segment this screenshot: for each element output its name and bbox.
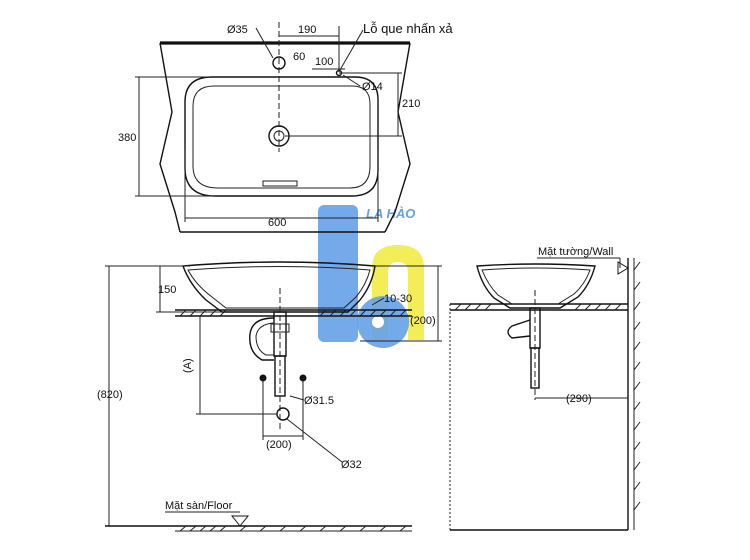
label-floor: Mặt sàn/Floor [165, 500, 233, 512]
leader-dia35 [255, 27, 274, 59]
label-dim380: 380 [118, 132, 136, 144]
leader-dia31-5 [289, 395, 305, 401]
leader-faucet-hole [339, 29, 364, 71]
label-dim210: 210 [402, 98, 420, 110]
front-trap-inner [255, 322, 275, 356]
label-dim200-right: (200) [410, 315, 436, 327]
front-counter-hatch [179, 309, 407, 317]
leader-10-30 [371, 297, 385, 306]
label-dim60: 60 [293, 51, 305, 63]
basin-outer [184, 76, 379, 197]
counter-outline-right [384, 42, 411, 233]
front-basin-outer [182, 261, 376, 313]
label-dim190: 190 [298, 24, 316, 36]
label-dim200-bottom: (200) [266, 439, 292, 451]
floor-marker [230, 515, 250, 527]
label-dim600: 600 [268, 217, 286, 229]
watermark-text: LA HÀO [366, 206, 415, 221]
side-basin-inner [481, 267, 591, 305]
label-dia32: Ø32 [341, 459, 362, 471]
wall-hatch [633, 261, 641, 511]
floor-hatch [179, 525, 407, 532]
logo-blue-bar [318, 205, 358, 342]
label-dim150: 150 [158, 284, 176, 296]
watermark-logo: LA HÀO [318, 205, 424, 348]
side-view: Mặt tường/Wall (290) [449, 246, 641, 531]
label-wall: Mặt tường/Wall [538, 246, 613, 258]
counter-outline-left [159, 42, 181, 233]
front-basin-inner [187, 266, 371, 309]
label-10-30: 10-30 [384, 293, 412, 305]
label-faucet-hole: Lỗ que nhấn xả [363, 21, 453, 36]
side-basin-outer [476, 263, 596, 309]
front-trap [249, 317, 275, 361]
label-dim820: (820) [97, 389, 123, 401]
label-dim100: 100 [315, 56, 333, 68]
wall-outlet [276, 407, 290, 421]
side-counter-hatch [454, 303, 622, 311]
logo-white-dot [372, 316, 384, 328]
label-dimA: (A) [182, 358, 194, 373]
label-dia31-5: Ø31.5 [304, 395, 334, 407]
basin-inner [192, 85, 371, 189]
leader-dia32 [286, 418, 343, 463]
leader-dia14 [342, 74, 361, 87]
front-view: 150 10-30 (200) (A) (820) Ø31.5 (200) Ø3… [97, 261, 442, 532]
label-dia35: Ø35 [227, 24, 248, 36]
label-dia14: Ø14 [362, 81, 383, 93]
top-view: Ø35 190 60 100 Lỗ que nhấn xả Ø14 210 38… [118, 21, 453, 233]
side-trap [507, 319, 531, 339]
label-dim290: (290) [566, 393, 592, 405]
overflow-slot [262, 180, 298, 187]
